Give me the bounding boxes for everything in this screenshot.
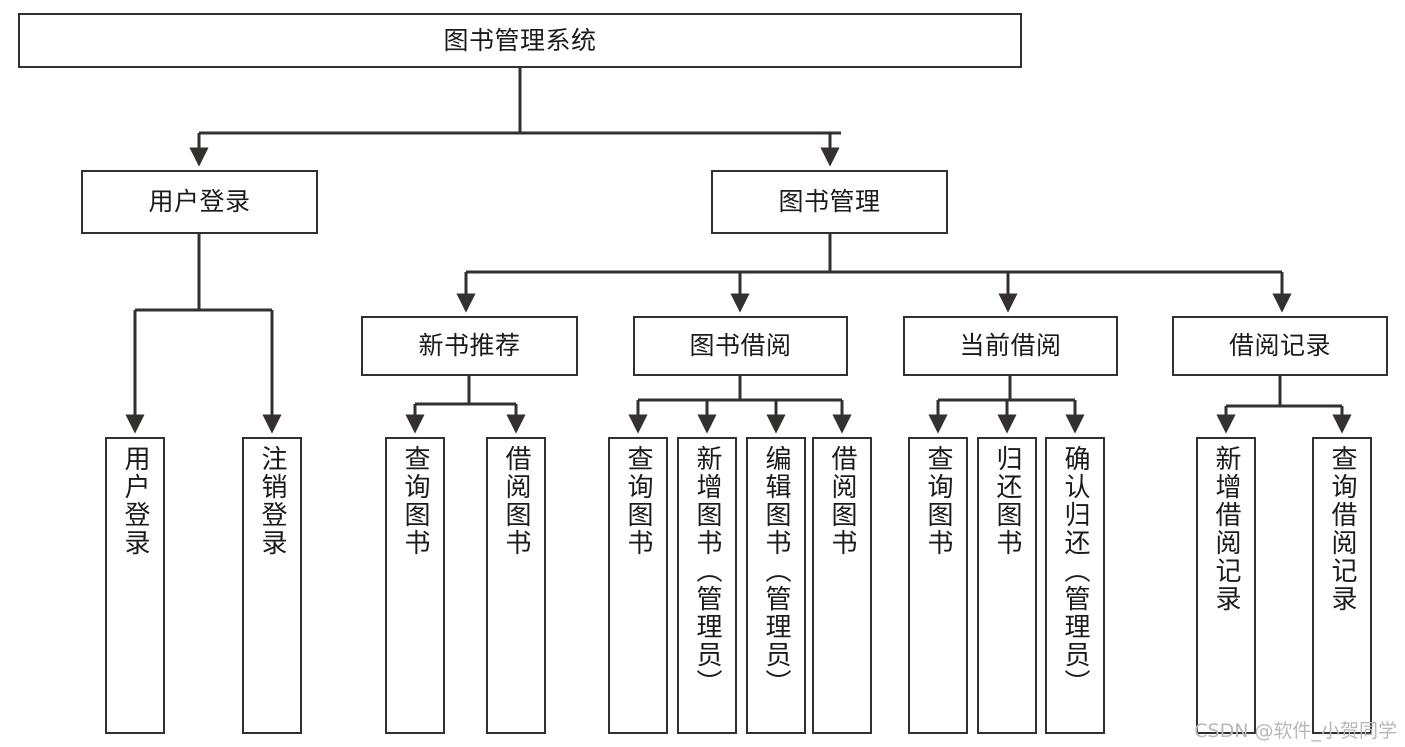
leaf-add-book-admin[interactable]: 新增图书（管理员） <box>677 437 737 734</box>
node-label: 查询借阅记录 <box>1327 445 1357 613</box>
node-label: 查询图书 <box>923 445 953 557</box>
leaf-borrow-book-recommend[interactable]: 借阅图书 <box>486 437 546 734</box>
node-label: 注销登录 <box>257 445 287 557</box>
node-book-borrow[interactable]: 图书借阅 <box>633 316 848 376</box>
leaf-query-borrow-record[interactable]: 查询借阅记录 <box>1312 437 1372 734</box>
node-label: 图书管理系统 <box>443 25 597 55</box>
csdn-watermark: CSDN @软件_小贺同学 <box>1194 720 1397 742</box>
node-label: 借阅图书 <box>827 445 857 557</box>
node-label: 用户登录 <box>120 445 150 557</box>
node-user-login[interactable]: 用户登录 <box>81 170 318 234</box>
leaf-query-book[interactable]: 查询图书 <box>608 437 668 734</box>
node-label: 图书借阅 <box>689 331 792 361</box>
leaf-edit-book-admin[interactable]: 编辑图书（管理员） <box>746 437 806 734</box>
leaf-query-book-current[interactable]: 查询图书 <box>908 437 968 734</box>
leaf-confirm-return-admin[interactable]: 确认归还（管理员） <box>1045 437 1105 734</box>
node-borrow-records[interactable]: 借阅记录 <box>1172 316 1388 376</box>
node-label: 图书管理 <box>778 187 881 217</box>
leaf-return-book[interactable]: 归还图书 <box>977 437 1037 734</box>
leaf-user-logout[interactable]: 注销登录 <box>242 437 302 734</box>
node-label: 新增借阅记录 <box>1211 445 1241 613</box>
node-label: 借阅图书 <box>501 445 531 557</box>
node-root-system[interactable]: 图书管理系统 <box>18 13 1022 68</box>
node-new-book-recommend[interactable]: 新书推荐 <box>361 316 578 376</box>
node-label: 确认归还（管理员） <box>1060 445 1090 697</box>
node-label: 借阅记录 <box>1228 331 1331 361</box>
node-label: 归还图书 <box>992 445 1022 557</box>
node-label: 新增图书（管理员） <box>692 445 722 697</box>
leaf-add-borrow-record[interactable]: 新增借阅记录 <box>1196 437 1256 734</box>
leaf-borrow-book[interactable]: 借阅图书 <box>812 437 872 734</box>
node-label: 新书推荐 <box>418 331 521 361</box>
node-label: 查询图书 <box>400 445 430 557</box>
node-label: 用户登录 <box>148 187 251 217</box>
node-current-borrow[interactable]: 当前借阅 <box>903 316 1118 376</box>
node-label: 查询图书 <box>623 445 653 557</box>
node-book-management[interactable]: 图书管理 <box>711 170 948 234</box>
leaf-query-book-recommend[interactable]: 查询图书 <box>385 437 445 734</box>
node-label: 当前借阅 <box>959 331 1062 361</box>
leaf-user-login[interactable]: 用户登录 <box>105 437 165 734</box>
node-label: 编辑图书（管理员） <box>761 445 791 697</box>
